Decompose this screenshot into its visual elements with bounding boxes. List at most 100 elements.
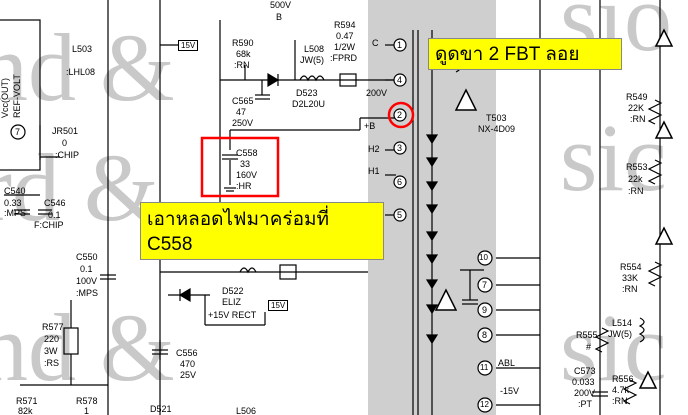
r555-label: R555 [576,330,598,340]
d522-type: ELIZ [222,297,242,307]
c565-voltage: 250V [232,118,254,128]
h1-label: H1 [368,166,380,176]
d522-label: D522 [222,286,244,296]
c546-type: F:CHIP [34,220,64,230]
l514-label: L514 [612,318,633,328]
pin7-label: 7 [15,127,21,137]
v500-type: B [276,12,283,22]
r577-label: R577 [42,322,64,332]
r571-value: 82k [18,406,33,415]
r554-label: R554 [620,262,642,272]
r553-type: :RN [628,186,644,196]
l503-type: :LHL08 [66,67,96,77]
c565-label: C565 [232,96,254,106]
refvolt-label: REF-VOLT [12,74,22,118]
fbt-pin-label: 10 [479,253,488,262]
fbt-pin-label: 1 [397,40,403,50]
c558-label: C558 [236,148,258,158]
r556-value: 4.7k [612,385,630,395]
c550-value: 0.1 [80,264,93,274]
r594-value: 0.47 [336,31,354,41]
r549-label: R549 [626,92,648,102]
fbt-pin-label: 12 [480,400,489,409]
c540-type: :MPS [4,208,27,218]
l508-type: JW(5) [300,55,324,65]
jr501-type: :CHIP [55,150,80,160]
watermark-text: rd & [0,134,159,241]
r578-label: R578 [76,396,98,406]
c565-value: 47 [236,107,247,117]
l506-label: L506 [236,406,257,415]
annotation-bottom-line2: C558 [147,234,193,255]
c558-value: 33 [240,159,251,169]
tag-15v-mid: 15V [268,300,289,311]
plusb-label: +B [364,121,376,131]
c573-voltage: 200V [574,388,596,398]
fbt-minus15-label: -15V [500,386,520,396]
c546-value: 0.1 [48,210,61,220]
r590-type: :RN [234,60,250,70]
fbt-pin-label: 3 [397,143,403,153]
fbt-pin-label: 2 [397,110,403,120]
c573-type: :PT [578,399,593,409]
fbt-pin-label: 4 [397,75,403,85]
r556-label: R556 [612,374,634,384]
r594-label: R594 [334,20,356,30]
watermark-text: sic [560,104,667,211]
r554-value: 33K [622,273,639,283]
c550-label: C550 [76,252,98,262]
fbt-pin-label: 5 [397,210,403,220]
v500-label: 500V [270,0,292,10]
rect15-label: +15V RECT [208,310,257,320]
fbt-pin-label: 6 [397,177,403,187]
r556-type: :RN [612,396,628,406]
fbt-pin2-highlight-circle [387,101,415,129]
r577-value: 220 [44,334,60,344]
r577-power: 3W [44,346,58,356]
fbt-c-label: C [372,38,379,48]
d523-label: D523 [296,88,318,98]
ic-block [0,19,41,171]
r549-type: :RN [630,114,646,124]
l503-label: L503 [72,44,93,54]
v200-label: 200V [366,88,388,98]
tag-15v-top: 15V [178,40,199,51]
r555-value: # [586,342,592,352]
c540-label: C540 [4,186,26,196]
vcc-label: Vcc(OUT) [0,78,10,118]
r594-type: :FPRD [330,53,357,63]
c573-label: C573 [574,366,596,376]
d521-label: D521 [150,404,172,414]
r594-power: 1/2W [334,42,356,52]
fbt-pin-label: 8 [482,330,488,340]
annotation-bottom-line1: เอาหลอดไฟมาคร่อมที่ [147,209,330,230]
watermark-text: nd & [0,294,175,401]
r553-value: 22k [628,174,643,184]
r553-label: R553 [626,162,648,172]
r549-value: 22K [628,103,645,113]
c558-voltage: 160V [236,170,258,180]
r590-value: 68k [236,49,251,59]
jr501-label: JR501 [52,126,79,136]
c540-value: 0.33 [4,198,22,208]
l514-type: JW(5) [608,329,632,339]
fbt-pin-label: 11 [480,363,489,372]
jr501-value: 0 [62,138,68,148]
fbt-pin-label: 9 [482,305,488,315]
r590-label: R590 [232,38,254,48]
c573-value: 0.033 [572,377,595,387]
fbt-part: NX-4D09 [478,124,516,134]
c556-label: C556 [176,348,198,358]
c546-label: C546 [44,198,66,208]
c550-type: :MPS [76,288,99,298]
c558-highlight-box [200,136,280,198]
r571-label: R571 [16,396,38,406]
fbt-pin-label: 7 [482,280,488,290]
fbt-abl-label: ABL [498,358,516,368]
annotation-top-text: ดูดขา 2 FBT ลอย [435,44,580,65]
annotation-bottom-note: เอาหลอดไฟมาคร่อมที่ C558 [140,202,384,260]
d523-type: D2L20U [292,99,326,109]
c556-voltage: 25V [180,370,197,380]
